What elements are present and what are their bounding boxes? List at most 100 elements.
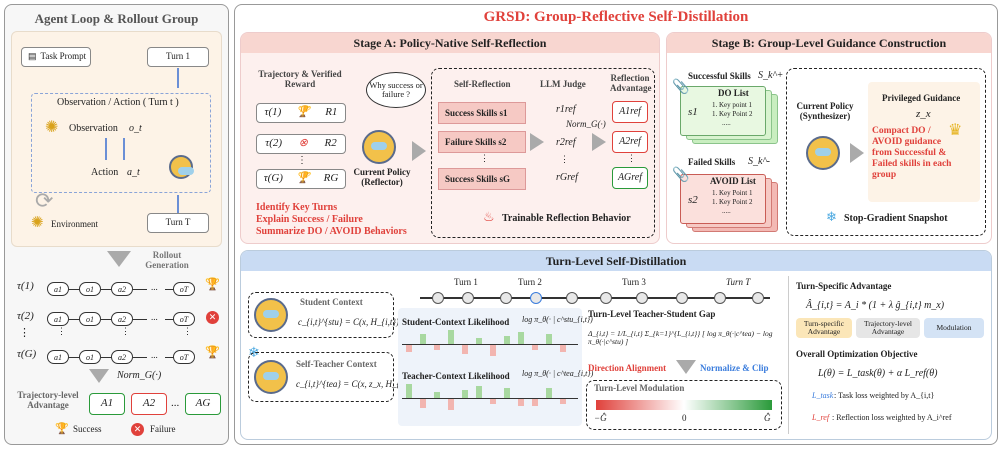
- aref-dots: ⋮: [627, 153, 636, 163]
- likelihood-bar: [490, 344, 496, 356]
- chain-arrow: [165, 357, 179, 358]
- stageA-row-1: τ(1)🏆R1: [256, 103, 346, 123]
- direction-label: Direction Alignment: [588, 363, 667, 373]
- norm-label: Norm_G(·): [117, 370, 162, 381]
- student-like-label: Student-Context Likelihood: [402, 317, 510, 327]
- timeline-node: [752, 292, 764, 304]
- chain-vdots: ⋮: [121, 326, 130, 336]
- teacher-eq: c_{i,t}^{tea} = C(x, z_x, H_{i,t}): [296, 379, 414, 389]
- stageA-row-2: τ(2)⊗R2: [256, 134, 346, 154]
- chain-node: oT: [173, 350, 195, 364]
- loop-arrows: [105, 138, 107, 160]
- do-s1: s1: [688, 106, 698, 118]
- teacher-like-eq: log π_θ(· | c^tea_{i,t}): [522, 369, 594, 378]
- aref-1: A1ref: [619, 105, 641, 117]
- adv-2: A2: [142, 397, 156, 410]
- reflector-label: Current Policy (Reflector): [353, 167, 411, 187]
- mod-tick-pos: Ĝ: [764, 413, 771, 423]
- aref-box-2: A2ref: [612, 131, 648, 153]
- likelihood-bar: [434, 392, 440, 398]
- stageB-header: [667, 33, 991, 53]
- modulation-gradient: [596, 400, 772, 410]
- norm-stageA: Norm_G(·): [566, 119, 606, 129]
- modulation-dash: [586, 380, 782, 430]
- likelihood-bar: [448, 398, 454, 410]
- aref-G: AGref: [617, 171, 643, 183]
- adv-box-G: AG: [185, 393, 221, 415]
- task-prompt-box: ▤Task Prompt: [21, 47, 91, 67]
- stageA-reward-1: R1: [325, 106, 338, 119]
- chain-vdots: ⋮: [57, 326, 66, 336]
- action-label: Action: [91, 167, 119, 178]
- avoid-point-2: 1. Key Point 2: [712, 198, 753, 206]
- adv-box-2: A2: [131, 393, 167, 415]
- reflection-dash: [431, 68, 655, 238]
- timeline-node: [714, 292, 726, 304]
- student-eq: c_{i,t}^{stu} = C(x, H_{i,t}): [298, 317, 399, 327]
- likelihood-bar: [546, 388, 552, 398]
- arrow-a1: [412, 141, 426, 161]
- synth-robot-icon: [806, 136, 840, 170]
- task-prompt-label: Task Prompt: [40, 51, 87, 62]
- likelihood-bar: [434, 344, 440, 350]
- gap-eq: Δ_{i,t} = 1/L_{i,t} Σ_{k=1}^{L_{i,t}} [ …: [588, 329, 773, 347]
- timeline-node: [676, 292, 688, 304]
- atom-icon-1: ✺: [45, 119, 59, 136]
- rref-dots: ⋮: [560, 154, 569, 164]
- tsa-title: Turn-Specific Advantage: [796, 281, 892, 291]
- teacher-like-label: Teacher-Context Likelihood: [402, 371, 510, 381]
- left-panel: Agent Loop & Rollout Group ▤Task Prompt …: [4, 4, 229, 445]
- left-title: Agent Loop & Rollout Group: [34, 11, 199, 26]
- task-prompt-icon: ▤: [28, 51, 37, 62]
- traj-label-G: τ(G): [17, 348, 37, 360]
- stageA-row-G: τ(G)🏆RG: [256, 169, 346, 189]
- tag-modulation: Modulation: [924, 318, 984, 338]
- stageA-traj-G: τ(G): [263, 172, 283, 185]
- chain-node: a1: [47, 312, 69, 326]
- agent-loop-box: [11, 31, 222, 247]
- reflector-robot-icon: [362, 130, 396, 164]
- ref-loss-desc: : Reflection loss weighted by A_i^ref: [832, 413, 952, 422]
- likelihood-bar: [560, 398, 566, 404]
- chain-ellipsis: ...: [151, 282, 158, 292]
- task-loss-name: L_task: [812, 391, 834, 400]
- likelihood-bg: [398, 308, 582, 426]
- obs-action-dash: [31, 93, 211, 193]
- success-legend-icon: 🏆: [55, 423, 69, 435]
- chain-node: o1: [79, 282, 101, 296]
- stageA-traj-1: τ(1): [264, 106, 282, 119]
- tsa-eq: Â_{i,t} = A_i * (1 + λ ĝ_{i,t} m_x): [806, 300, 945, 311]
- arrow-a2: [530, 133, 544, 151]
- flame-icon: ♨: [483, 209, 495, 224]
- chain-arrow: [133, 289, 147, 290]
- skill-box-G: Success Skills sG: [438, 168, 526, 190]
- stageA-traj-2: τ(2): [265, 137, 283, 150]
- fail-skills-label: Failed Skills: [688, 157, 736, 167]
- skill-box-2: Failure Skills s2: [438, 131, 526, 153]
- chain-node: a1: [47, 282, 69, 296]
- chain-vdots: ⋮: [183, 326, 192, 336]
- likelihood-bar: [490, 398, 496, 404]
- observation-sym: o_t: [129, 123, 142, 134]
- snowflake-icon-b: ❄: [826, 209, 837, 224]
- tag-turn-specific: Turn-specific Advantage: [796, 318, 852, 338]
- rref-2: r2ref: [556, 137, 576, 148]
- clip-icon-2: 📎: [672, 168, 690, 183]
- timeline-node: [530, 292, 542, 304]
- obj-eq: L(θ) = L_task(θ) + α L_ref(θ): [818, 368, 938, 379]
- timeline-line: [420, 297, 770, 299]
- failure-icon-1: ✕: [206, 311, 219, 324]
- failure-legend-icon: ✕: [131, 423, 144, 436]
- obj-title: Overall Optimization Objective: [796, 349, 918, 359]
- likelihood-bar: [406, 344, 412, 352]
- chain-arrow: [101, 289, 115, 290]
- likelihood-bar: [462, 344, 468, 354]
- student-dash: [248, 292, 394, 338]
- succ-skills-sym: S_k^+: [758, 70, 784, 81]
- mod-tick-neg: −Ĝ: [594, 413, 607, 423]
- gap-title: Turn-Level Teacher-Student Gap: [588, 309, 716, 319]
- student-ctx-label: Student Context: [300, 297, 363, 307]
- chain-node: oT: [173, 282, 195, 296]
- turn1-label: Turn 1: [166, 51, 190, 62]
- ref-loss-name: L_ref: [812, 413, 830, 422]
